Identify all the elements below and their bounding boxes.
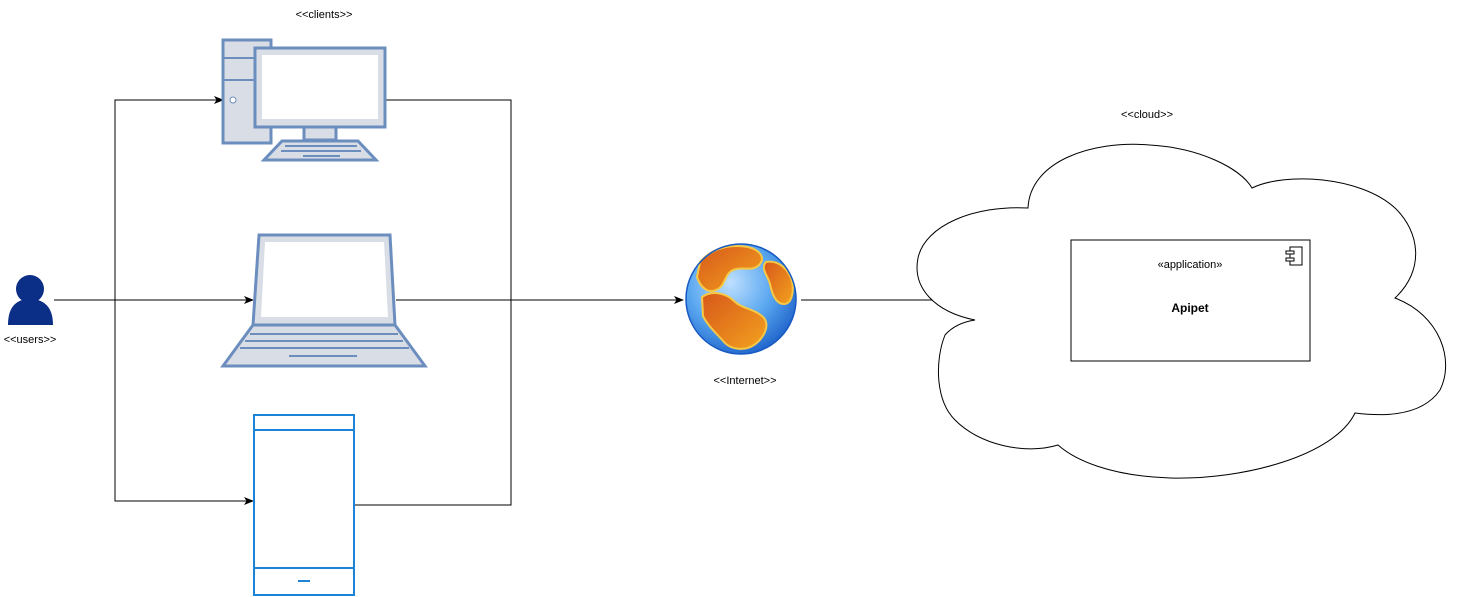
mobile-phone-icon xyxy=(253,414,355,596)
cloud-label: <<cloud>> xyxy=(1121,109,1173,121)
connectors xyxy=(54,96,1072,506)
edge-user-to-desktop xyxy=(54,96,224,301)
application-component: «application» Apipet xyxy=(1070,239,1311,362)
application-name: Apipet xyxy=(1171,301,1208,315)
uml-component-icon xyxy=(1285,246,1303,266)
internet-label: <<Internet>> xyxy=(714,375,777,387)
globe-icon xyxy=(685,243,797,355)
laptop-icon xyxy=(220,233,428,368)
user-icon xyxy=(8,275,53,325)
edge-user-to-mobile xyxy=(114,300,254,505)
desktop-computer-icon xyxy=(221,38,387,162)
application-stereotype: «application» xyxy=(1158,259,1223,271)
clients-label: <<clients>> xyxy=(296,9,353,21)
users-label: <<users>> xyxy=(4,334,57,346)
edge-desktop-to-bus xyxy=(386,99,512,300)
edge-mobile-to-bus xyxy=(355,300,512,506)
